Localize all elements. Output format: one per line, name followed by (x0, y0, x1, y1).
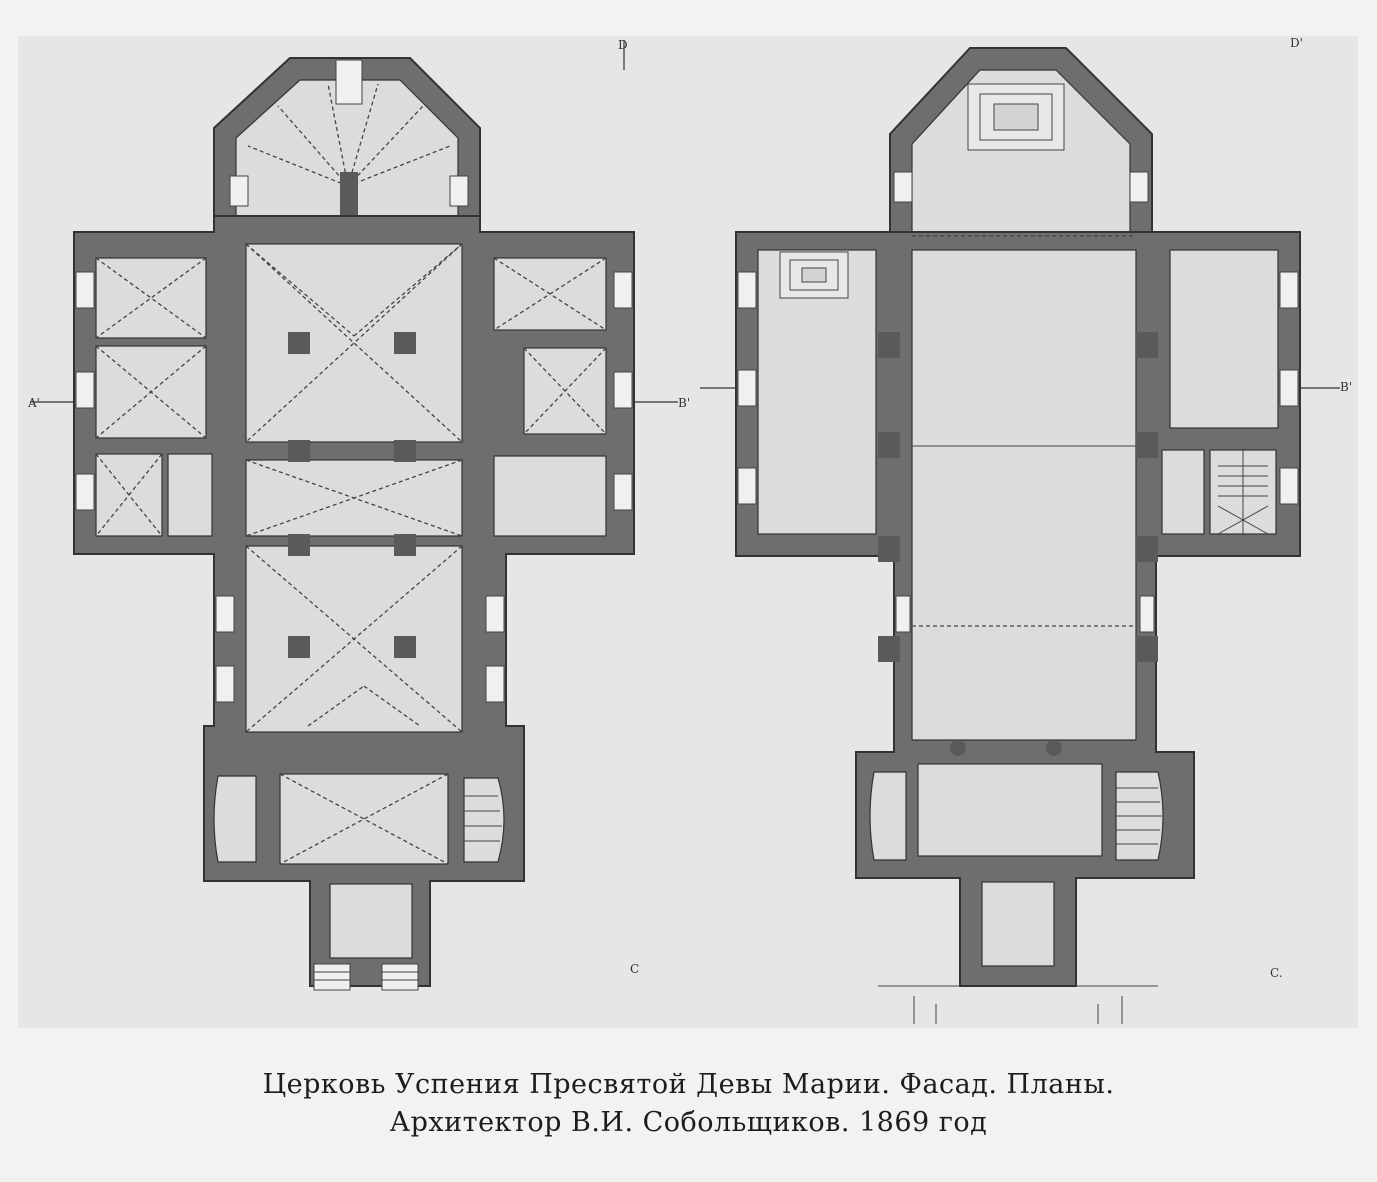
right-plan-base-lines (878, 985, 1158, 1024)
left-nave-bay-3 (245, 545, 463, 733)
right-plan-axis-label-bottom: C. (1270, 966, 1283, 980)
floor-plans-drawing (30, 40, 1340, 1024)
figure-caption: Церковь Успения Пресвятой Девы Марии. Фа… (0, 1066, 1377, 1142)
left-floor-plan (30, 40, 678, 991)
left-spiral-stair (464, 795, 502, 842)
left-plan-axis-label-left: A' (28, 396, 40, 410)
left-apse-steps (335, 59, 363, 105)
left-plan-vault-diagonals (95, 243, 607, 733)
left-apse-vault-lines (247, 83, 451, 187)
right-apse-altar (967, 83, 1065, 151)
right-plan-axis-label-top: D' (1290, 36, 1303, 50)
right-plan-nave (911, 249, 1137, 741)
right-plan-spiral-stair (1116, 787, 1162, 845)
drawing-plate: D A' B' C D' B' C. (18, 36, 1358, 1028)
left-wing-room-4 (167, 453, 213, 537)
right-wing-stair-room (493, 455, 607, 537)
right-plan-stair-treads (1217, 450, 1269, 535)
right-plan-axis-label-right: B' (1340, 380, 1353, 394)
left-plan-axis-label-right: B' (678, 396, 691, 410)
right-plan-narthex (917, 763, 1103, 857)
left-plan-axis-label-top: D (618, 38, 628, 52)
left-entrance-steps (313, 963, 419, 991)
caption-line-2: Архитектор В.И. Собольщиков. 1869 год (389, 1107, 988, 1138)
right-plan-nave-lines (912, 235, 1136, 627)
left-narthex-stair-right (463, 777, 505, 863)
right-plan-windows (737, 171, 1299, 633)
caption-line-1: Церковь Успения Пресвятой Девы Марии. Фа… (262, 1069, 1115, 1100)
right-plan-right-room (1169, 249, 1279, 429)
right-floor-plan (700, 47, 1340, 1024)
right-plan-left-chapel-altar (779, 251, 849, 299)
left-narthex-vault (279, 685, 449, 865)
left-plan-windows (75, 175, 633, 703)
right-plan-vestibule (1161, 449, 1205, 535)
right-plan-piers (878, 332, 1158, 756)
left-nave-bay-1 (245, 243, 463, 443)
right-plan-narthex-room-left (869, 771, 907, 861)
left-plan-piers (288, 332, 416, 658)
right-plan-porch (981, 881, 1055, 967)
left-plan-axis-label-bottom: C (630, 962, 640, 976)
left-narthex-room-left (213, 775, 257, 863)
left-entrance-porch (329, 883, 413, 959)
